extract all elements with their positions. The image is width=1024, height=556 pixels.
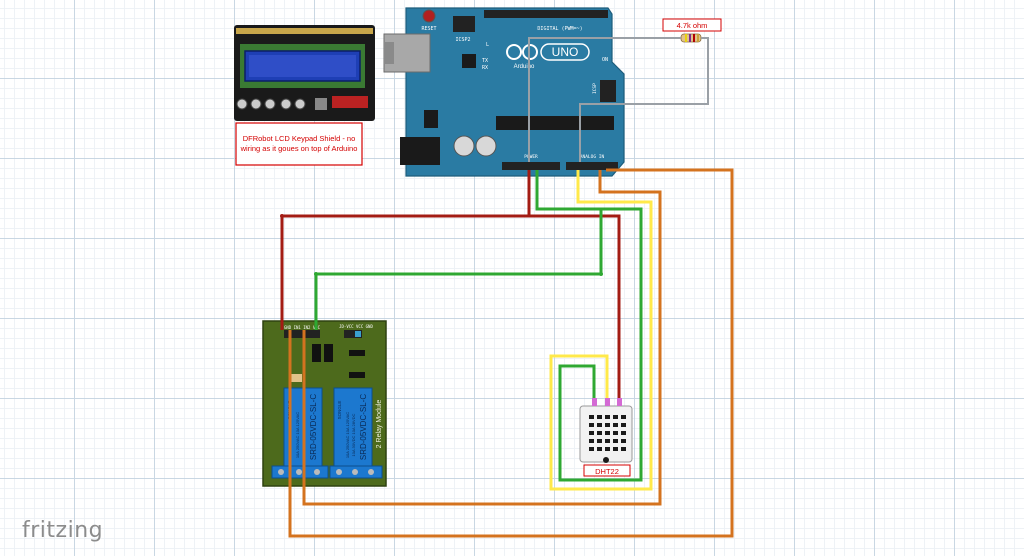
power-jack: [400, 137, 440, 165]
resistor-label-box: [662, 18, 722, 32]
fritzing-watermark: fritzing: [22, 518, 104, 543]
l-led-label: L: [486, 42, 489, 48]
transistor-1: [349, 350, 365, 356]
usb-connector-opening: [384, 42, 394, 64]
analog-header: [566, 162, 618, 170]
lcd-shield-pin-header: [332, 96, 368, 108]
keypad-button-4[interactable]: [280, 98, 292, 110]
keypad-button-1[interactable]: [236, 98, 248, 110]
lcd-screen-inner: [249, 55, 356, 77]
tx-led-label: TX: [482, 58, 488, 64]
optocoupler-1: [312, 344, 321, 362]
resistor-band-1: [685, 34, 687, 42]
gray-wire-digital-to-resistor[interactable]: [528, 37, 681, 162]
resistor-band-3: [693, 34, 695, 42]
gray-wire-resistor-to-analog[interactable]: [579, 37, 709, 162]
arduino-pcb: [405, 7, 625, 177]
dht22-pin-2: [605, 398, 610, 406]
relay-module-title: 2 Relay Module: [376, 400, 383, 449]
logo-arduino-text: Arduino: [514, 64, 535, 70]
terminal-screw: [314, 469, 320, 475]
lcd-note-line-1: DFRobot LCD Keypad Shield - no: [243, 134, 356, 143]
green-wire-gnd-relay[interactable]: [314, 209, 603, 330]
resistor-label: 4.7k ohm: [677, 21, 708, 30]
power-label: POWER: [524, 154, 538, 160]
keypad-button-3[interactable]: [264, 98, 276, 110]
resistor-band-2: [689, 34, 691, 42]
relay-led: [290, 374, 302, 382]
dht22-pin-4: [617, 398, 622, 406]
relay-header-label: GND IN1 IN2 VCC: [284, 325, 321, 330]
resistor-band-4: [697, 34, 699, 42]
lcd-shield-header: [236, 28, 373, 34]
digital-header: [484, 10, 608, 18]
lcd-note-frame: [235, 122, 363, 166]
logo-uno-text: UNO: [552, 45, 579, 59]
voltage-regulator: [424, 110, 438, 128]
terminal-screw: [368, 469, 374, 475]
relay-2-brand: SONGLE: [337, 401, 342, 420]
rx-led-label: RX: [482, 65, 488, 71]
terminal-screw: [352, 469, 358, 475]
relay-1-model: SRD-05VDC-SL-C: [309, 394, 318, 460]
logo-uno-frame: [540, 43, 590, 61]
dht22-grille: [589, 415, 626, 451]
icsp-label: ICSP: [592, 83, 598, 94]
relay-module[interactable]: GND IN1 IN2 VCC JD-VCC VCC GND SRD-05VDC…: [262, 320, 387, 487]
usb-chip: [462, 54, 476, 68]
resistor-4k7[interactable]: 4.7k ohm: [662, 18, 722, 43]
reset-label: RESET: [421, 26, 436, 32]
keypad-button-5[interactable]: [294, 98, 306, 110]
digital-label: DIGITAL (PWM=~): [537, 26, 582, 32]
red-wire-5v-relay[interactable]: [280, 170, 531, 330]
relay-1-rating-1: 10A 250VAC 10A 125VAC: [295, 412, 300, 458]
relay-pin-header: [284, 330, 320, 338]
dht22-pin-1: [592, 398, 597, 406]
wire-bend-point: [280, 214, 284, 218]
green-wire-gnd-sensor[interactable]: [535, 170, 643, 482]
keypad-reset-button[interactable]: [315, 98, 327, 110]
transistor-2: [349, 372, 365, 378]
wire-endpoints: [280, 214, 622, 406]
wire-bend-point: [599, 272, 603, 276]
icsp-header: [600, 80, 616, 102]
dht22-sensor[interactable]: DHT22: [579, 405, 633, 477]
atmega-chip: [496, 116, 614, 130]
relay-2-rating-1: 10A 250VAC 10A 125VAC: [345, 412, 350, 458]
analog-label: ANALOG IN: [580, 154, 605, 160]
orange-wire-relay-in2[interactable]: [302, 170, 662, 506]
capacitor-1: [453, 135, 475, 157]
orange-wire-relay-in1[interactable]: [288, 168, 734, 538]
reset-button[interactable]: [422, 9, 436, 23]
optocoupler-2: [324, 344, 333, 362]
terminal-screw: [278, 469, 284, 475]
terminal-screw: [296, 469, 302, 475]
relay-2: [333, 387, 373, 467]
power-header: [502, 162, 560, 170]
on-led-label: ON: [602, 57, 608, 63]
lcd-note-box: DFRobot LCD Keypad Shield - no wiring as…: [235, 122, 363, 166]
lcd-note-line-2: wiring as it goues on top of Arduino: [240, 144, 358, 153]
yellow-wire-data-sensor[interactable]: [549, 170, 653, 491]
dht22-label-box: [583, 464, 631, 477]
relay-jumper-label: JD-VCC VCC GND: [339, 324, 373, 329]
capacitor-2: [475, 135, 497, 157]
relay-2-rating-2: 10A 30VDC 10A 28VDC: [351, 413, 356, 456]
wires: [280, 37, 734, 538]
icsp2-header: [453, 16, 475, 32]
arduino-uno-board[interactable]: RESET ICSP2 DIGITAL (PWM=~) UNO Arduino …: [383, 7, 625, 177]
lcd-keypad-shield[interactable]: [234, 25, 375, 121]
icsp2-label: ICSP2: [455, 37, 470, 43]
red-wire-5v-sensor[interactable]: [529, 214, 621, 400]
dht22-label: DHT22: [595, 467, 619, 476]
relay-jumper-header: [344, 330, 362, 338]
wire-bend-point: [314, 272, 318, 276]
keypad-button-2[interactable]: [250, 98, 262, 110]
relay-jumper[interactable]: [355, 331, 361, 337]
logo-circle-left: [506, 44, 522, 60]
dht22-mount-hole: [603, 457, 609, 463]
relay-2-model: SRD-05VDC-SL-C: [359, 394, 368, 460]
terminal-screw: [336, 469, 342, 475]
